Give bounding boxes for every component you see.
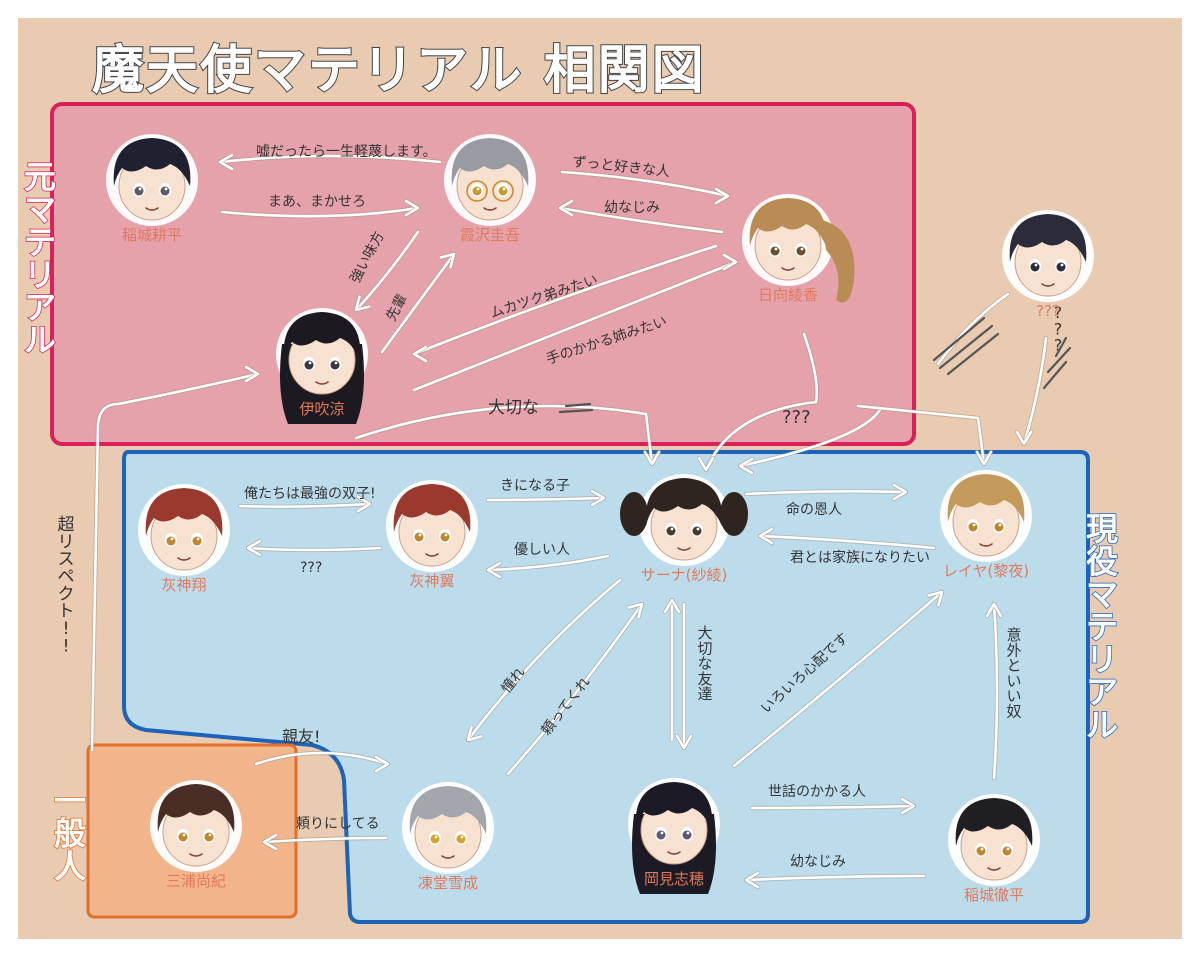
- arrow-k-to-kohei: [217, 152, 443, 172]
- character-shiho: 岡見志穂: [628, 778, 720, 894]
- character-inaki-tetsuhei: 稲城徹平: [948, 794, 1040, 904]
- label-tetsuhei-to-reiya: 意外といい奴: [1006, 626, 1021, 721]
- character-name: サーナ(紗綾): [641, 566, 728, 584]
- character-haigami-tsubasa: 灰神翼: [386, 480, 478, 590]
- arrow-miura-to-rendo: [253, 750, 391, 774]
- label-k-to-kohei: 嘘だったら一生軽蔑します。: [256, 144, 437, 160]
- label-reiya-to-sana: 君とは家族になりたい: [790, 549, 930, 566]
- arrow-reiya-to-sana: [757, 526, 937, 551]
- character-sana: サーナ(紗綾): [620, 474, 748, 584]
- arrow-k-to-hinata: [559, 169, 731, 206]
- arrow-k-to-ibuki: [353, 229, 421, 313]
- character-inaki-kohei: 稲城耕平: [106, 134, 198, 244]
- label-tsubasa-to-kakeru: ???: [300, 560, 322, 576]
- label-unknown: ???: [1054, 303, 1063, 355]
- character-reiya: レイヤ(黎夜): [940, 470, 1032, 580]
- character-haigami-kakeru: 灰神翔: [138, 484, 230, 594]
- label-kohei-to-k: まあ、まかせろ: [268, 194, 366, 210]
- label-shiho-to-tetsuhei: 世話のかかる人: [768, 783, 866, 800]
- character-name: 岡見志穂: [644, 870, 704, 888]
- label-miura-to-rendo: 親友!: [282, 727, 320, 746]
- arrow-tetsuhei-to-shiho: [743, 870, 927, 890]
- arrow-hinata-to-k: [557, 198, 725, 235]
- character-rendo: 凍堂雪成: [402, 782, 494, 892]
- section-label-current: 現役マテリアル: [1085, 509, 1119, 744]
- arrow-ibuki-to-sana: [353, 403, 662, 467]
- label-miura-to-ibuki: 超リスペクト!!: [58, 515, 75, 656]
- arrow-shiho-to-tetsuhei: [749, 796, 917, 816]
- arrow-rendo-to-miura: [261, 832, 389, 852]
- label-sana-to-reiya: 命の恩人: [786, 501, 842, 518]
- arrow-rendo-to-sana: [505, 601, 645, 777]
- arrow-shiho-sana-up: [662, 597, 682, 743]
- arrow-kohei-to-k: [219, 198, 421, 219]
- arrow-unknown-to-area: [855, 403, 994, 467]
- section-current-text: 現役マテリアル: [1086, 510, 1118, 744]
- character-hinata: 日向綾香: [742, 194, 855, 304]
- label-tsubasa-to-sana: きになる子: [500, 478, 570, 494]
- label-kakeru-to-tsubasa: 俺たちは最強の双子!: [244, 486, 376, 502]
- label-sana-to-tsubasa: 優しい人: [514, 542, 570, 558]
- character-name: ???: [1036, 302, 1060, 320]
- arrow-ibuki-to-hinata: [411, 252, 739, 393]
- arrow-sana-to-rendo: [465, 577, 623, 743]
- arrow-hinata-to-sana: [696, 331, 819, 473]
- arrow-tsubasa-to-sana: [485, 488, 607, 508]
- section-label-former: 元マテリアル: [23, 157, 57, 360]
- relation-arrows: [89, 152, 1072, 890]
- arrow-sana-to-tsubasa: [485, 553, 611, 580]
- arrow-tsubasa-to-kakeru: [245, 538, 383, 558]
- character-name: レイヤ(黎夜): [943, 562, 1029, 580]
- label-ibuki-to-sana: 大切な: [488, 398, 539, 418]
- arrow-hinata-to-ibuki: [411, 243, 719, 364]
- character-kasumizawa: 霞沢圭吾: [444, 134, 536, 244]
- character-name: 灰神翔: [161, 576, 206, 594]
- arrow-sana-shiho: [674, 601, 694, 751]
- character-name: 日向綾香: [758, 286, 818, 304]
- character-unknown: ???: [1002, 210, 1094, 320]
- label-tetsuhei-to-shiho: 幼なじみ: [790, 854, 846, 870]
- arrow-shiho-to-reiya: [731, 589, 945, 769]
- character-name: 凍堂雪成: [418, 874, 478, 892]
- label-sana-shiho: 大切な友達: [697, 624, 712, 703]
- arrow-ibuki-to-k: [379, 251, 457, 355]
- current-material-area: [122, 450, 1090, 924]
- scribble-marks: [558, 316, 1072, 414]
- arrow-reiya-to-sana-2: [737, 407, 883, 476]
- character-name: 稲城耕平: [122, 226, 182, 244]
- label-hinata-to-k: 幼なじみ: [604, 200, 660, 216]
- character-name: 三浦尚紀: [166, 872, 226, 890]
- section-label-civilian: 一般人: [53, 781, 87, 886]
- character-name: 稲城徹平: [964, 886, 1024, 904]
- character-name: 灰神翼: [409, 572, 454, 590]
- chart-title: 魔天使マテリアル 相関図: [92, 41, 706, 101]
- character-name: 伊吹涼: [299, 400, 344, 418]
- label-hinata-to-sana: ???: [782, 407, 811, 428]
- arrow-miura-to-ibuki: [89, 364, 261, 753]
- arrow-unknown-scribble: [935, 291, 1011, 367]
- label-rendo-to-miura: 頼りにしてる: [296, 816, 380, 832]
- arrow-tetsuhei-to-reiya: [984, 601, 1004, 781]
- arrow-unknown-to-reiya: [1014, 335, 1049, 447]
- arrow-kakeru-to-tsubasa: [237, 494, 373, 514]
- section-civilian-text: 一般人: [54, 782, 86, 885]
- character-name: 霞沢圭吾: [460, 226, 520, 244]
- arrow-sana-to-reiya: [743, 482, 909, 502]
- section-former-text: 元マテリアル: [24, 158, 56, 359]
- character-ibuki: 伊吹涼: [276, 308, 368, 424]
- vertical-labels: 大切な友達 意外といい奴 超リスペクト!!???: [58, 303, 1063, 721]
- character-miura: 三浦尚紀: [150, 780, 242, 890]
